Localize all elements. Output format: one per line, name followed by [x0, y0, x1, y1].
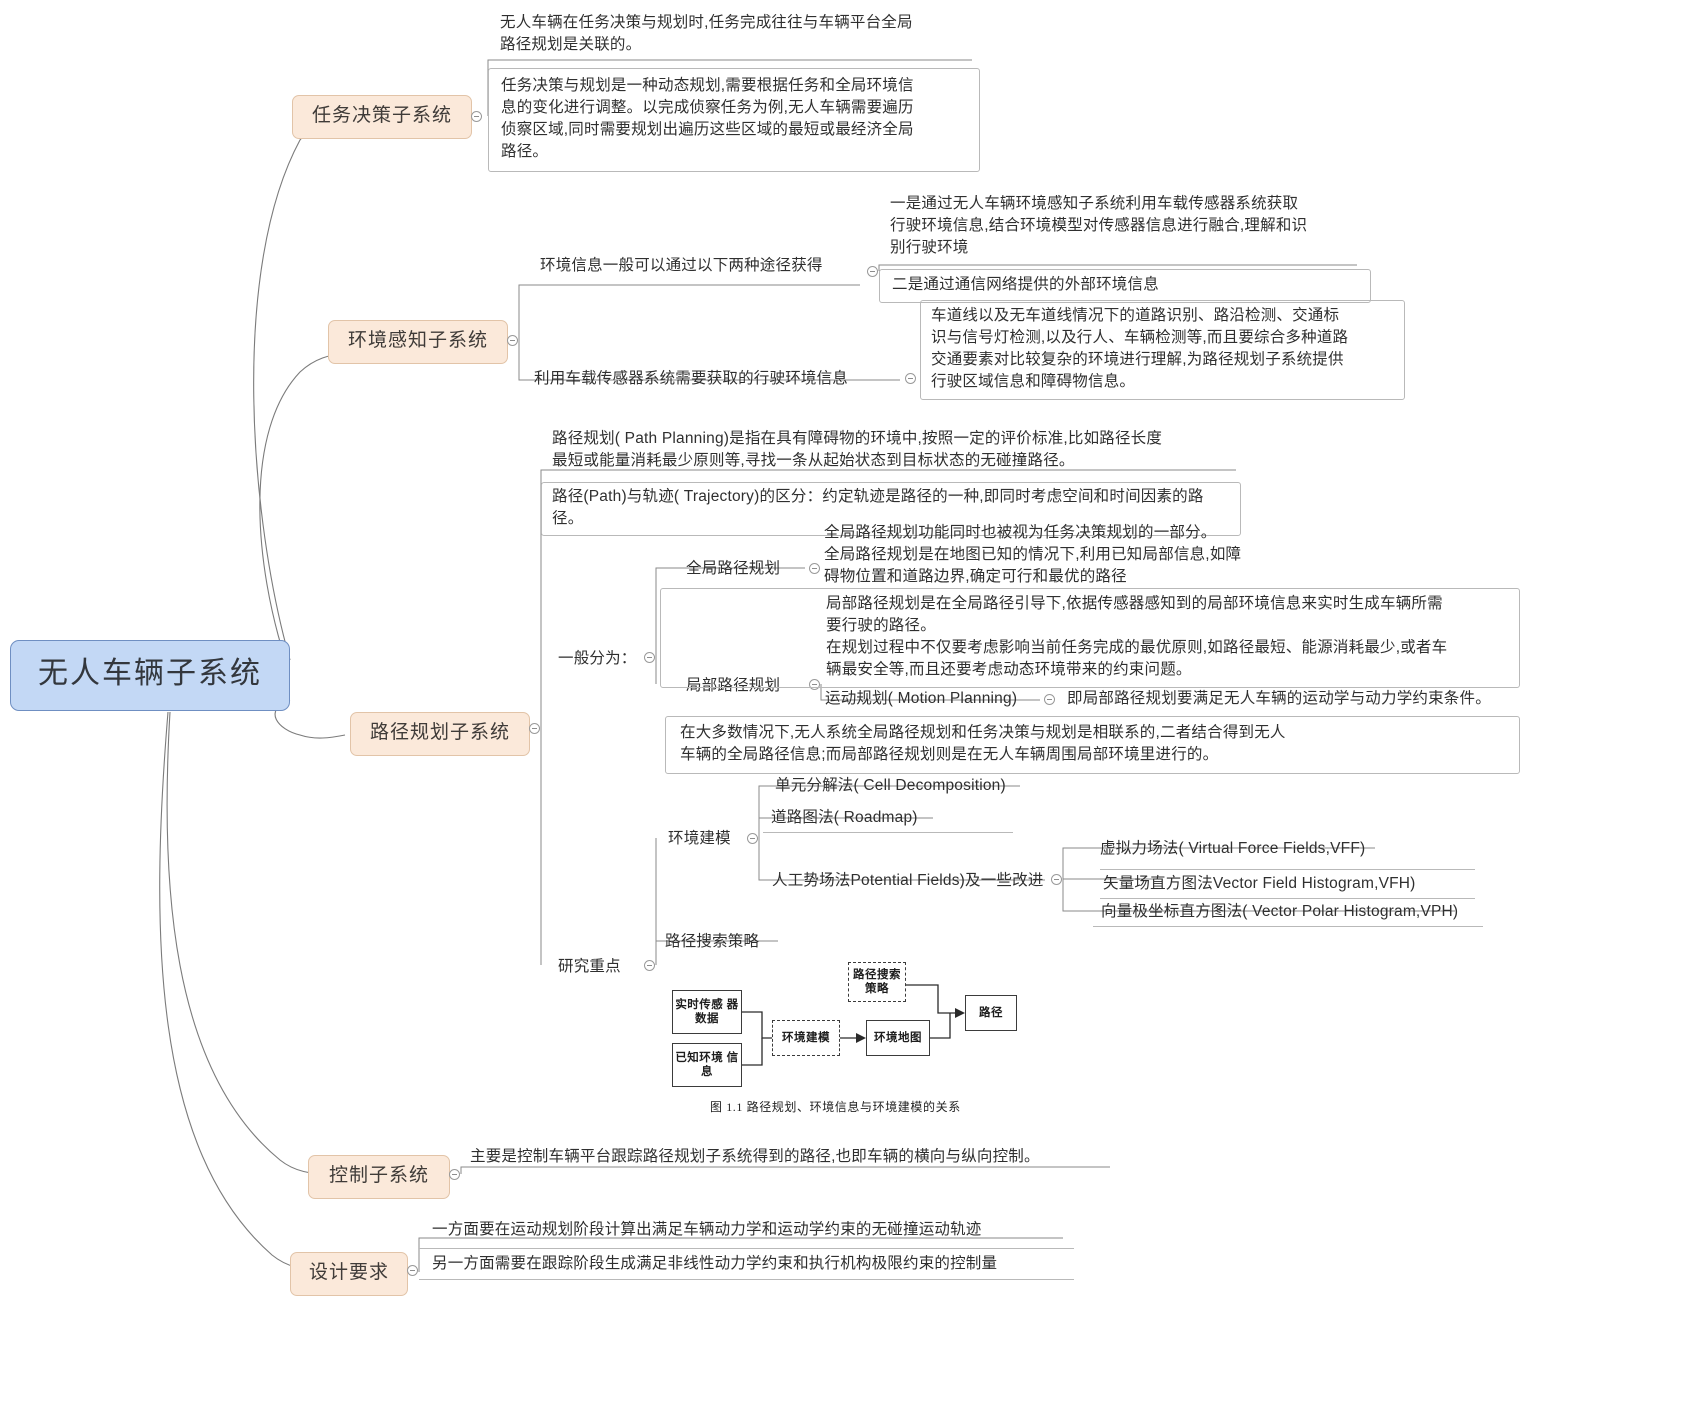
collapse-toggle-perception[interactable]: [507, 335, 518, 346]
label-search-strategy: 路径搜索策略: [665, 933, 760, 950]
note-path-planning-1: 路径规划( Path Planning)是指在具有障碍物的环境中,按照一定的评价…: [552, 430, 1163, 469]
collapse-toggle-control[interactable]: [449, 1169, 460, 1180]
note-path-planning-2: 路径(Path)与轨迹( Trajectory)的区分：约定轨迹是路径的一种,即…: [541, 482, 1241, 536]
collapse-toggle-global[interactable]: [809, 563, 820, 574]
topic-control[interactable]: 控制子系统: [308, 1155, 450, 1199]
fc-box-env-map: 环境地图: [866, 1020, 930, 1056]
label-roadmap: 道路图法( Roadmap): [763, 807, 1013, 833]
collapse-toggle-perception-child-2[interactable]: [905, 373, 916, 384]
label-classification: 一般分为：: [558, 650, 637, 667]
note-global-path-planning: 全局路径规划功能同时也被视为任务决策规划的一部分。 全局路径规划是在地图已知的情…: [824, 524, 1242, 585]
label-motion-planning: 运动规划( Motion Planning): [825, 690, 1018, 707]
fc-box-known-env-info: 已知环境 信息: [672, 1043, 742, 1087]
topic-perception[interactable]: 环境感知子系统: [328, 320, 508, 364]
fc-box-env-modeling: 环境建模: [772, 1020, 840, 1056]
collapse-toggle-local[interactable]: [809, 679, 820, 690]
label-perception-child-2: 利用车载传感器系统需要获取的行驶环境信息: [534, 370, 849, 387]
label-global-path-planning: 全局路径规划: [686, 560, 781, 577]
note-design-req-2: 另一方面需要在跟踪阶段生成满足非线性动力学约束和执行机构极限约束的控制量: [419, 1248, 1074, 1280]
topic-task-decision[interactable]: 任务决策子系统: [292, 95, 472, 139]
note-task-decision-1: 无人车辆在任务决策与规划时,任务完成往往与车辆平台全局 路径规划是关联的。: [500, 14, 913, 53]
root-node[interactable]: 无人车辆子系统: [10, 640, 290, 711]
label-vfh: 矢量场直方图法Vector Field Histogram,VFH): [1100, 869, 1475, 899]
collapse-toggle-path-planning[interactable]: [529, 723, 540, 734]
label-cell-decomposition: 单元分解法( Cell Decomposition): [775, 777, 1006, 794]
collapse-toggle-classification[interactable]: [644, 652, 655, 663]
note-local-path-planning: 局部路径规划是在全局路径引导下,依据传感器感知到的局部环境信息来实时生成车辆所需…: [660, 588, 1520, 688]
note-control-1: 主要是控制车辆平台跟踪路径规划子系统得到的路径,也即车辆的横向与纵向控制。: [470, 1148, 1040, 1165]
label-perception-child-1: 环境信息一般可以通过以下两种途径获得: [540, 257, 823, 274]
note-perception-1b: 二是通过通信网络提供的外部环境信息: [879, 269, 1371, 303]
label-local-path-planning: 局部路径规划: [686, 677, 781, 694]
collapse-toggle-research-focus[interactable]: [644, 960, 655, 971]
topic-path-planning[interactable]: 路径规划子系统: [350, 712, 530, 756]
collapse-toggle-motion-planning[interactable]: [1044, 694, 1055, 705]
fc-box-search-strategy: 路径搜索 策略: [848, 962, 906, 1002]
note-task-decision-2: 任务决策与规划是一种动态规划,需要根据任务和全局环境信 息的变化进行调整。以完成…: [488, 68, 980, 172]
note-perception-2a: 车道线以及无车道线情况下的道路识别、路沿检测、交通标 识与信号灯检测,以及行人、…: [920, 300, 1405, 400]
note-design-req-1: 一方面要在运动规划阶段计算出满足车辆动力学和运动学约束的无碰撞运动轨迹: [432, 1221, 982, 1238]
collapse-toggle-env-modeling[interactable]: [747, 833, 758, 844]
figure-caption: 图 1.1 路径规划、环境信息与环境建模的关系: [710, 1100, 961, 1114]
label-vph: 向量极坐标直方图法( Vector Polar Histogram,VPH): [1093, 901, 1483, 927]
collapse-toggle-potential-fields[interactable]: [1051, 874, 1062, 885]
fc-box-sensor-data: 实时传感 器数据: [672, 990, 742, 1034]
label-research-focus: 研究重点: [558, 958, 621, 975]
label-env-modeling: 环境建模: [668, 830, 731, 847]
collapse-toggle-design-requirement[interactable]: [407, 1265, 418, 1276]
fc-box-path: 路径: [965, 995, 1017, 1031]
note-perception-1a: 一是通过无人车辆环境感知子系统利用车载传感器系统获取 行驶环境信息,结合环境模型…: [890, 195, 1308, 256]
note-classification-summary: 在大多数情况下,无人系统全局路径规划和任务决策与规划是相联系的,二者结合得到无人…: [665, 716, 1520, 774]
label-vff: 虚拟力场法( Virtual Force Fields,VFF): [1100, 840, 1366, 857]
collapse-toggle-task-decision[interactable]: [471, 111, 482, 122]
topic-design-requirement[interactable]: 设计要求: [290, 1252, 408, 1296]
note-motion-planning: 即局部路径规划要满足无人车辆的运动学与动力学约束条件。: [1067, 690, 1491, 707]
collapse-toggle-perception-child-1[interactable]: [867, 266, 878, 277]
label-potential-fields: 人工势场法Potential Fields)及一些改进: [772, 872, 1044, 889]
